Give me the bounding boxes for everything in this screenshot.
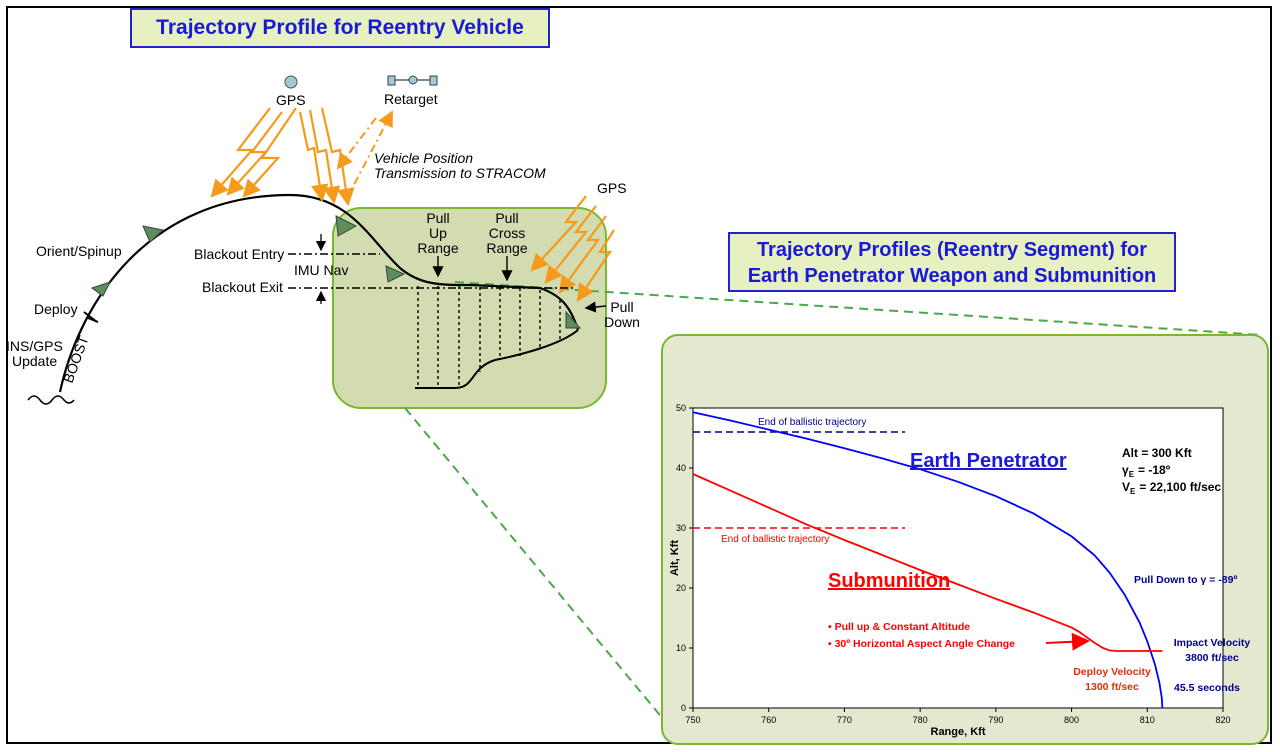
main-title: Trajectory Profile for Reentry Vehicle <box>130 8 550 48</box>
y-axis-label: Alt, Kft <box>669 540 681 576</box>
x-tick-label: 800 <box>1064 715 1079 725</box>
gps-signal-bolts <box>210 107 615 302</box>
y-tick-label: 40 <box>676 463 686 473</box>
pull-up-label: Pull <box>426 210 449 226</box>
pull-cross-label: Range <box>486 240 527 256</box>
x-tick-label: 780 <box>913 715 928 725</box>
blackout-entry-label: Blackout Entry <box>194 246 284 262</box>
vehicle-position-label-2: Transmission to STRACOM <box>374 165 546 181</box>
plot-area <box>692 407 1224 709</box>
imu-nav-label: IMU Nav <box>294 262 348 278</box>
x-tick-label: 770 <box>837 715 852 725</box>
submunition-label: Submunition <box>828 570 950 592</box>
deploy-velocity-value: 1300 ft/sec <box>1085 681 1139 693</box>
vehicle-icon <box>335 215 358 237</box>
pull-down-label: Down <box>604 314 640 330</box>
pull-down-annotation: Pull Down to γ = -89º <box>1134 574 1237 586</box>
figure-frame <box>6 6 1272 744</box>
y-tick-label: 10 <box>676 643 686 653</box>
submunition-line <box>692 473 1163 652</box>
x-tick-label: 820 <box>1215 715 1230 725</box>
vehicle-icon <box>385 265 406 283</box>
reentry-title-line1: Trajectory Profiles (Reentry Segment) fo… <box>756 239 1148 261</box>
zoom-connector-bottom <box>404 407 665 721</box>
impact-velocity-label: Impact Velocity <box>1174 637 1251 649</box>
x-tick-label: 760 <box>761 715 776 725</box>
alt-annotation: Alt = 300 Kft <box>1122 446 1192 460</box>
deploy-label: Deploy <box>34 301 78 317</box>
retarget-label: Retarget <box>384 91 438 107</box>
drop-lines <box>417 286 561 388</box>
y-tick-label: 20 <box>676 583 686 593</box>
retarget-link <box>336 110 393 201</box>
pull-cross-label: Pull <box>495 210 518 226</box>
y-tick-label: 0 <box>681 703 686 713</box>
submunition-bullet: • 30º Horizontal Aspect Angle Change <box>828 638 1015 650</box>
x-tick-label: 810 <box>1140 715 1155 725</box>
impact-velocity-value: 3800 ft/sec <box>1185 652 1239 664</box>
pull-down-arrow <box>584 301 607 313</box>
orient-spinup-label: Orient/Spinup <box>36 243 122 259</box>
y-tick-label: 30 <box>676 523 686 533</box>
vehicle-icon <box>142 225 165 243</box>
x-axis-label: Range, Kft <box>931 726 986 738</box>
ins-gps-label: Update <box>12 353 57 369</box>
pull-down-label: Pull <box>610 299 633 315</box>
bullet-pointer-arrow <box>1045 632 1090 651</box>
ballistic-end-label: End of ballistic trajectory <box>758 417 866 428</box>
pull-up-label: Range <box>417 240 458 256</box>
reentry-chart: 750 760 770 780 790 800 810 820 0 10 20 30 40 50 End… <box>669 403 1250 738</box>
submunition-bullet: • Pull up & Constant Altitude <box>828 621 970 633</box>
retarget-icon <box>387 75 438 86</box>
gps-top-label: GPS <box>276 92 306 108</box>
pull-up-label: Up <box>429 225 447 241</box>
ins-gps-label: INS/GPS <box>6 338 63 354</box>
reentry-title-line2: Earth Penetrator Weapon and Submunition <box>747 265 1157 287</box>
boost-label: BOOST <box>60 333 92 385</box>
reentry-segment-title: Trajectory Profiles (Reentry Segment) fo… <box>728 232 1176 292</box>
gamma-annotation: γE= -18º <box>1122 463 1171 479</box>
x-tick-label: 750 <box>685 715 700 725</box>
descent-profile <box>415 329 579 389</box>
deploy-velocity-label: Deploy Velocity <box>1073 666 1151 678</box>
x-tick-label: 790 <box>988 715 1003 725</box>
velocity-annotation: VE= 22,100 ft/sec <box>1122 480 1221 496</box>
flight-time-label: 45.5 seconds <box>1174 682 1240 694</box>
vehicle-position-label: Vehicle Position <box>374 150 473 166</box>
ballistic-end-label: End of ballistic trajectory <box>721 534 829 545</box>
blackout-exit-label: Blackout Exit <box>202 279 283 295</box>
y-tick-label: 50 <box>676 403 686 413</box>
earth-surface <box>27 395 75 405</box>
vehicle-icon <box>565 310 582 329</box>
gps-right-label: GPS <box>597 180 627 196</box>
deploy-tick-mark <box>83 311 98 323</box>
vehicle-icon <box>90 281 111 297</box>
pull-cross-label: Cross <box>489 225 526 241</box>
earth-penetrator-line <box>692 411 1164 709</box>
gps-satellite-icon <box>284 75 298 89</box>
earth-penetrator-label: Earth Penetrator <box>910 450 1067 472</box>
